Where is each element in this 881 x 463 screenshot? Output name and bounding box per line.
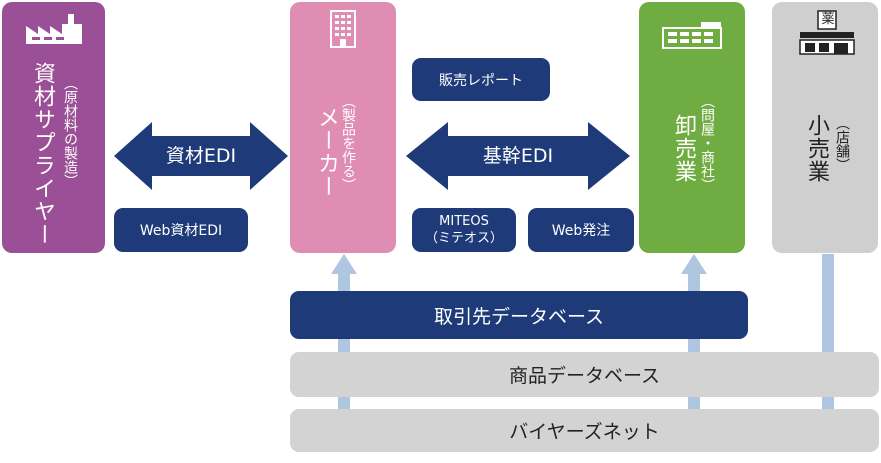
supplier-column: 資材サプライヤー （原材料の製造） — [2, 2, 105, 253]
wholesale-title: 卸売業 — [671, 114, 696, 183]
supplier-subtitle: （原材料の製造） — [62, 76, 78, 188]
wholesale-up-arrow — [681, 254, 707, 274]
buyers-net-bar: バイヤーズネット — [290, 409, 879, 452]
core-edi-label: 基幹EDI — [482, 145, 554, 167]
wholesale-column: （問屋・商社） 卸売業 — [639, 2, 745, 253]
miteos-kana-label: （ミテオス） — [424, 231, 503, 246]
factory-icon — [26, 14, 82, 44]
building-icon — [330, 10, 356, 48]
web-material-edi-box: Web資材EDI — [114, 208, 248, 252]
maker-up-arrow — [331, 254, 357, 274]
retail-column: 薬 （店舗） 小売業 — [772, 2, 878, 253]
pharmacy-store-icon — [799, 10, 855, 55]
maker-column: （製品を作る） メーカー — [290, 2, 396, 253]
retail-subtitle: （店舗） — [834, 116, 850, 172]
retail-title: 小売業 — [804, 114, 829, 183]
shop-sign-text: 薬 — [821, 12, 835, 27]
miteos-label: MITEOS — [439, 214, 489, 229]
partner-database-bar: 取引先データベース — [290, 291, 748, 339]
sales-report-box: 販売レポート — [412, 58, 550, 101]
material-edi-label: 資材EDI — [165, 145, 237, 167]
maker-subtitle: （製品を作る） — [340, 94, 356, 192]
product-database-bar: 商品データベース — [290, 352, 879, 397]
core-edi-arrow — [406, 122, 630, 190]
maker-title: メーカー — [314, 106, 339, 198]
material-edi-arrow — [114, 122, 288, 190]
web-order-box: Web発注 — [528, 208, 634, 252]
warehouse-icon — [662, 22, 722, 49]
miteos-box: MITEOS （ミテオス） — [412, 208, 516, 252]
supplier-title: 資材サプライヤー — [30, 62, 55, 246]
wholesale-subtitle: （問屋・商社） — [699, 94, 715, 192]
